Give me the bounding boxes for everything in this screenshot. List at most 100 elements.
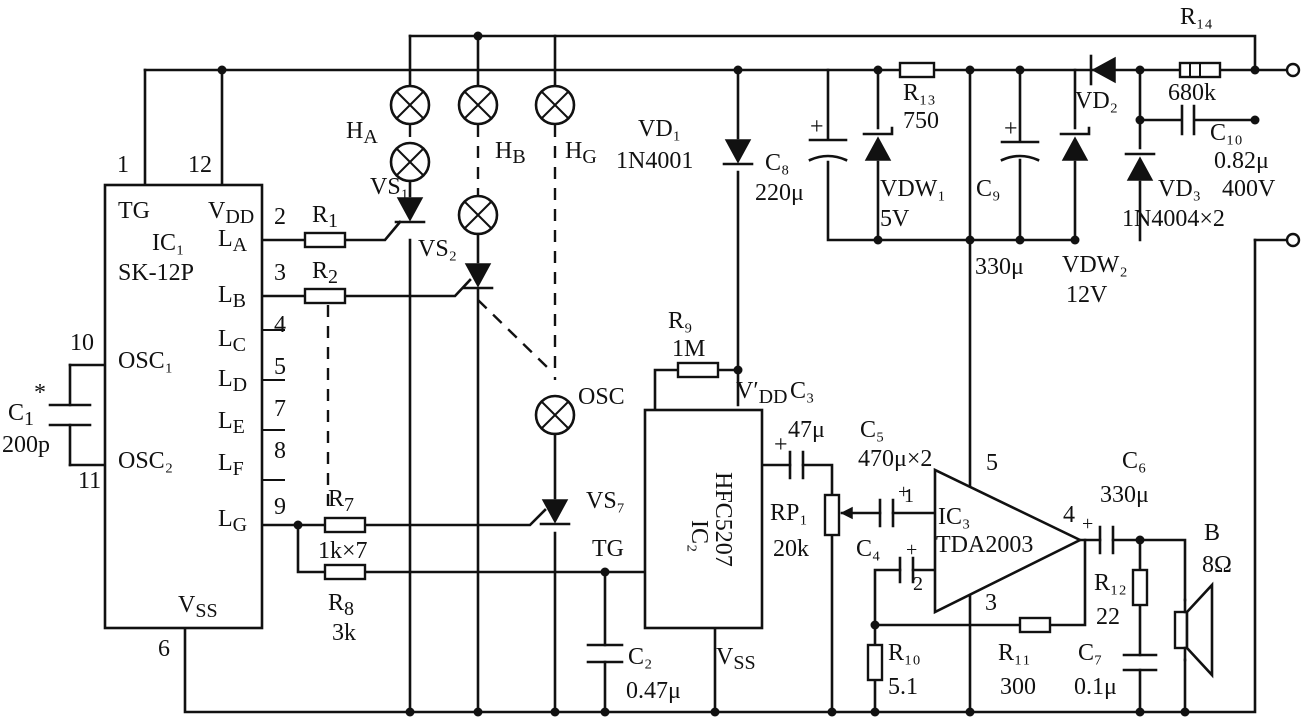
hg-label: HG [565, 138, 597, 168]
junction-dot [1180, 707, 1190, 717]
lamp-cross [464, 91, 492, 119]
c2-label: C₂ [628, 644, 652, 670]
vdw2-label: VDW₂ [1062, 252, 1128, 278]
lamp-hb2 [457, 194, 499, 236]
vdw2-bar [1059, 126, 1091, 136]
r1-resistor [303, 231, 347, 249]
ic3-pin2: 2 [913, 573, 923, 595]
junction-dot [873, 235, 883, 245]
ic2-designator: IC₂ [686, 520, 712, 552]
c3-label: C₃ [790, 378, 814, 404]
terminal-bottom [1285, 232, 1301, 248]
junction-dot [405, 707, 415, 717]
ha-label: HA [346, 118, 378, 148]
c7-plates [1122, 653, 1158, 672]
ld-label: LD [218, 366, 247, 396]
r9-value: 1M [672, 336, 705, 362]
pin-1: 1 [117, 152, 129, 178]
hb-label: HB [495, 138, 526, 168]
r10-resistor [866, 643, 884, 682]
junction-dot [733, 65, 743, 75]
rp1-label: RP₁ [770, 500, 808, 526]
r11-wire [873, 538, 1087, 627]
c6-plus: + [1082, 513, 1093, 535]
c1-leads [68, 363, 107, 467]
osc1-label: OSC₁ [118, 348, 173, 374]
r7-resistor [323, 516, 367, 534]
c4-label: C₄ [856, 536, 880, 562]
pin-9: 9 [274, 494, 286, 520]
pin-5: 5 [274, 354, 286, 380]
junction-dot [873, 65, 883, 75]
r10-label: R₁₀ [888, 640, 921, 666]
vdw1-value: 5V [880, 206, 910, 232]
la-label: LA [218, 226, 248, 256]
ic2-block: R₉ 1M V′DD C₃ 47μ TG VSS IC₂ HFC5207 + C… [586, 308, 853, 704]
power-supply: VD₁ 1N4001 + C₈ 220μ VDW₁ 5V R₁₃ 750 + C… [616, 4, 1276, 308]
c3-plus: + [774, 432, 788, 458]
junction-dot [1135, 65, 1145, 75]
ic3-block: IC₃ TDA2003 1 2 3 4 5 + C₅ 470μ×2 + C₄ R… [856, 417, 1232, 700]
la-to-vs1 [260, 220, 402, 242]
lf-label: LF [218, 450, 244, 480]
le-label: LE [218, 408, 245, 438]
r9-resistor [676, 361, 720, 379]
speaker-icon [1173, 610, 1189, 650]
vs1-label: VS₁ [370, 174, 409, 200]
lamp-ha [389, 84, 431, 126]
rp1-potentiometer [823, 493, 841, 537]
vdw2-value: 12V [1066, 282, 1108, 308]
ic2-vdd-label: V′DD [736, 378, 787, 408]
junction-dot [600, 567, 610, 577]
junction-dot [965, 65, 975, 75]
vdw1-bar [862, 126, 894, 136]
r8-label: R8 [328, 590, 354, 620]
r13-label: R₁₃ [903, 80, 936, 106]
r14-value: 680k [1168, 80, 1216, 106]
junction-dot [217, 65, 227, 75]
c1-capacitor: C1 * 200p [2, 380, 92, 458]
c8-value: 220μ [755, 180, 804, 206]
lg-label: LG [218, 506, 247, 536]
junction-dot [710, 707, 720, 717]
c6-value: 330μ [1100, 482, 1149, 508]
r12-label: R₁₂ [1094, 570, 1127, 596]
ic3-pin5: 5 [986, 450, 998, 476]
pin-10: 10 [70, 330, 94, 356]
c6-label: C₆ [1122, 448, 1146, 474]
r10-value: 5.1 [888, 674, 918, 700]
junction-dot [1135, 707, 1145, 717]
ic1-vss-label: VSS [178, 592, 218, 622]
ic1-part: SK-12P [118, 260, 194, 286]
junction-dot [1250, 65, 1260, 75]
vdw1-label: VDW₁ [880, 176, 946, 202]
c3-value: 47μ [788, 417, 825, 443]
r8-value: 3k [332, 620, 356, 646]
speaker-cone-icon [1185, 581, 1214, 679]
junction-dot [1135, 535, 1145, 545]
rp1-wiper-icon [840, 506, 853, 520]
c5-label: C₅ [860, 417, 884, 443]
junction-dot [1135, 115, 1145, 125]
r12-value: 22 [1096, 604, 1120, 630]
ic3-part: TDA2003 [936, 532, 1033, 558]
lamp-to-scr-wires [408, 179, 557, 500]
c10-plates [1180, 104, 1196, 136]
pin-7: 7 [274, 396, 286, 422]
terminal-top [1285, 62, 1301, 78]
junction-dot [965, 707, 975, 717]
vd3-part: 1N4004×2 [1122, 206, 1225, 232]
wires [68, 34, 1292, 714]
c4-plus: + [906, 539, 917, 561]
lamp-hg [534, 84, 576, 126]
unused-pin-stubs [262, 329, 285, 481]
pin-12: 12 [188, 152, 212, 178]
c4-plates [898, 556, 915, 584]
junction-dot [293, 520, 303, 530]
c10-value: 0.82μ [1214, 148, 1269, 174]
r2-label: R2 [312, 258, 338, 288]
junction-dot [965, 235, 975, 245]
ic3-pin3: 3 [985, 590, 997, 616]
r14-hatch [1189, 63, 1201, 77]
